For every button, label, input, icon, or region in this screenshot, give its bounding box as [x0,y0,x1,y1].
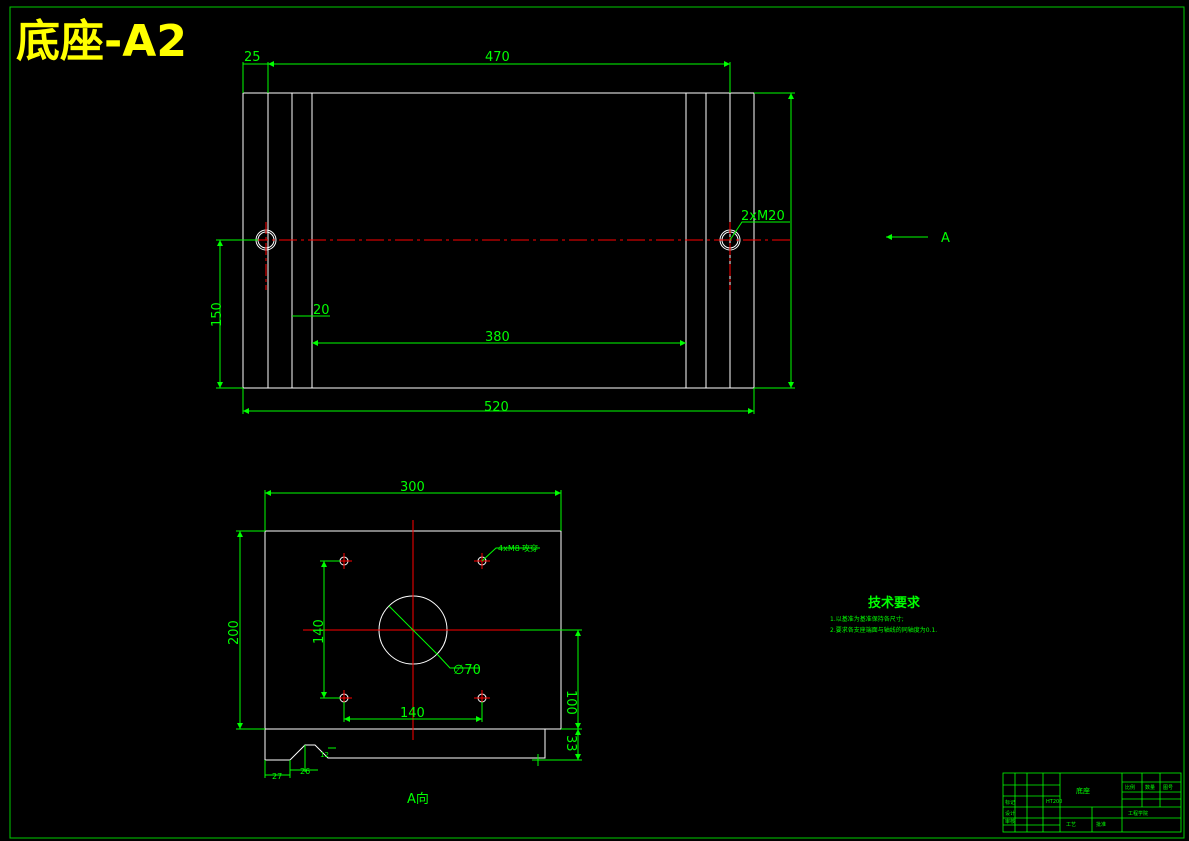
dim-label-20: 20 [313,303,330,318]
top-view [216,61,928,414]
label-process: 工艺 [1066,822,1076,828]
label-approve: 批准 [1096,821,1106,828]
dim-label-200: 200 [227,620,242,645]
tech-item: 2.要求各支座端面与轴线的同轴度为0.1. [830,626,937,634]
drawing-title: 底座-A2 [16,16,187,67]
dim-label-33: 33 [563,735,578,752]
tech-requirements: 技术要求 1.以基准为基准保持各尺寸; 2.要求各支座端面与轴线的同轴度为0.1… [830,595,937,634]
top-view-labels: 25 470 2xM20 150 20 380 520 A [210,50,950,415]
dim-label-thread: 2xM20 [741,209,785,224]
holes-leader [481,547,540,562]
view-arrow-label: A [941,231,950,246]
dim-label-300: 300 [400,480,425,495]
label-design: 设计 [1005,810,1015,817]
thread-leader [729,221,790,241]
tech-heading: 技术要求 [868,595,921,611]
a-view [236,490,582,778]
view-caption: A向 [407,791,429,807]
dim-label-holes: 4xM8 [498,544,520,553]
part-name: 底座 [1076,786,1090,795]
dim-label-380: 380 [485,330,510,345]
label-scale: 比例 [1125,784,1135,791]
a-view-labels: 300 4xM8 攻穿 140 200 ∅70 100 140 33 27 26… [227,480,578,807]
title-block [1002,772,1182,833]
dim-label-25: 25 [244,50,261,65]
title-block-labels: 底座 HT200 工程学院 标记 设计 审核 工艺 批准 比例 数量 图号 [1005,784,1173,828]
material: HT200 [1046,799,1062,805]
label-review: 审核 [1005,818,1015,825]
dim-label-520: 520 [484,400,509,415]
dim-label-150: 150 [210,302,225,327]
dim-label-140-horizontal: 140 [400,706,425,721]
dim-label-12: 12 [320,751,329,759]
label-mark: 标记 [1005,799,1015,806]
dim-label-27: 27 [272,772,282,781]
plate-foot-edge [264,729,546,761]
label-qty: 数量 [1145,784,1155,791]
school: 工程学院 [1128,810,1148,817]
bore-leader [388,605,438,655]
dim-label-bore: ∅70 [453,663,481,678]
dim-label-140-vertical: 140 [312,619,327,644]
label-drawing-no: 图号 [1163,785,1173,791]
dim-label-100: 100 [563,690,578,715]
dim-label-holes-note: 攻穿 [522,543,538,553]
dim-label-26: 26 [300,767,310,776]
dim-label-470: 470 [485,50,510,65]
tech-item: 1.以基准为基准保持各尺寸; [830,615,904,623]
drawing-frame [9,6,1185,839]
